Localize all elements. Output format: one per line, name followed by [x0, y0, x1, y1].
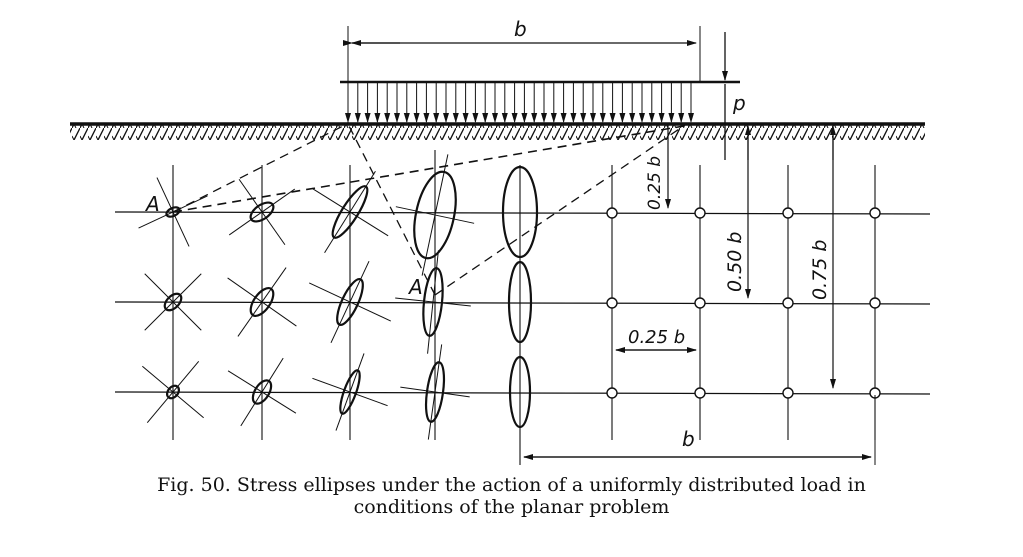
principal-stress-axis	[144, 273, 202, 331]
principal-stress-axis	[312, 377, 388, 407]
stress-ellipse	[508, 355, 532, 429]
spacing-label: 0.25 b	[628, 327, 685, 348]
principal-stress-axis	[311, 187, 389, 237]
stress-ellipse	[507, 260, 533, 344]
grid-node-circle	[869, 207, 881, 219]
depth-label-050: 0.50 b	[724, 232, 746, 292]
grid-row-line	[114, 301, 931, 305]
principal-stress-axis	[238, 178, 286, 246]
principal-stress-axis	[427, 250, 439, 354]
grid-node-circle	[606, 297, 618, 309]
grid-node-circle	[606, 207, 618, 219]
grid-node-circle	[694, 387, 706, 399]
dashed-ray	[347, 123, 436, 296]
grid-node-circle	[606, 387, 618, 399]
grid-row-line	[114, 391, 931, 395]
width-bottom-label: b	[682, 427, 695, 451]
figure-caption-line-2: conditions of the planar problem	[353, 496, 670, 518]
principal-stress-axis	[227, 277, 297, 327]
grid-node-circle	[869, 297, 881, 309]
grid-row-line	[114, 211, 931, 215]
stress-ellipse-diagram: b p A A 0.25 b 0.50 b 0.75 b 0.25 b b	[70, 17, 931, 465]
dashed-ray	[172, 124, 346, 213]
principal-stress-axis	[142, 365, 204, 419]
dashed-ray	[172, 124, 691, 213]
depth-label-025: 0.25 b	[645, 156, 665, 210]
grid-node-circle	[694, 207, 706, 219]
grid-node-circle	[782, 207, 794, 219]
width-top-label: b	[514, 17, 527, 41]
depth-label-075: 0.75 b	[809, 240, 831, 300]
principal-stress-axis	[227, 370, 297, 414]
principal-stress-axis	[309, 282, 391, 322]
grid-node-circle	[782, 297, 794, 309]
dashed-ray	[434, 124, 686, 296]
grid-node-circle	[694, 297, 706, 309]
stress-ellipse	[501, 165, 539, 259]
point-a-label-1: A	[144, 192, 160, 216]
grid-node-circle	[782, 387, 794, 399]
principal-stress-axis	[421, 154, 449, 276]
point-a-label-2: A	[407, 275, 423, 299]
soil-hatching	[70, 125, 925, 140]
load-label: p	[732, 91, 746, 115]
principal-stress-axis	[427, 344, 443, 440]
figure-caption-line-1: Fig. 50. Stress ellipses under the actio…	[157, 474, 866, 496]
